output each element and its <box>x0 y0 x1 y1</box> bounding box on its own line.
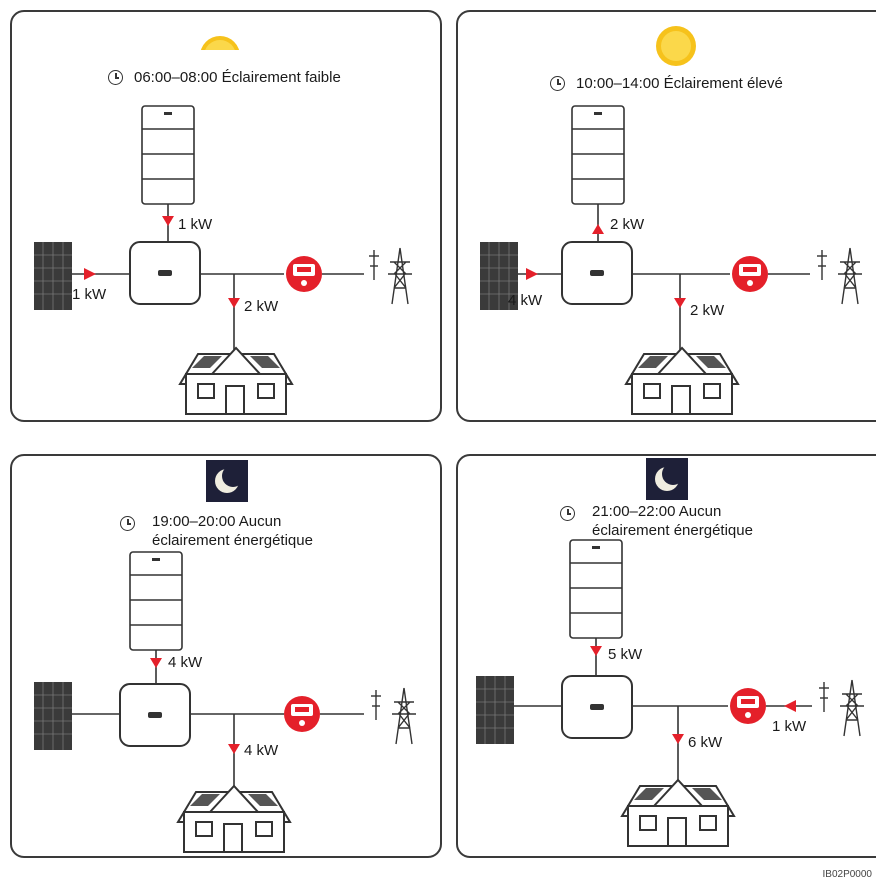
time-label: 10:00–14:00 Éclairement élevé <box>576 75 783 92</box>
load-flow-label: 2 kW <box>244 298 279 315</box>
panel-low-irradiance: 06:00–08:00 Éclairement faible 1 kW 1 kW… <box>10 10 442 422</box>
inverter-icon <box>119 683 191 747</box>
sun-icon <box>656 26 696 66</box>
panel-diagram <box>34 460 416 853</box>
grid-flow-label: 1 kW <box>772 718 807 735</box>
battery-flow-label: 1 kW <box>178 216 213 233</box>
pv-flow-label: 4 kW <box>508 292 543 309</box>
battery-icon <box>129 551 183 651</box>
moon-icon <box>206 460 248 502</box>
time-label: 06:00–08:00 Éclairement faible <box>134 69 341 86</box>
document-id: IB02P0000 <box>822 869 873 880</box>
clock-icon <box>108 70 123 85</box>
battery-flow-label: 4 kW <box>168 654 203 671</box>
panel-no-irradiance-evening: 19:00–20:00 Aucun éclairement énergétiqu… <box>10 454 442 858</box>
battery-icon <box>571 105 625 205</box>
load-flow-label: 6 kW <box>688 734 723 751</box>
clock-icon <box>120 516 135 531</box>
pv-flow-label: 1 kW <box>72 286 107 303</box>
clock-icon <box>550 76 565 91</box>
inverter-icon <box>561 675 633 739</box>
house-icon <box>620 778 736 847</box>
panel-no-irradiance-night: 21:00–22:00 Aucun éclairement énergétiqu… <box>456 454 876 858</box>
battery-icon <box>569 539 623 639</box>
house-icon <box>624 346 740 415</box>
solar-panel-icon <box>34 682 72 750</box>
panel-diagram <box>480 26 862 415</box>
inverter-icon <box>561 241 633 305</box>
panel-diagram <box>476 458 864 847</box>
house-icon <box>178 346 294 415</box>
house-icon <box>176 784 292 853</box>
solar-panel-icon <box>480 242 518 310</box>
grid-pylon-icon <box>371 687 416 745</box>
grid-pylon-icon <box>817 247 862 305</box>
time-label: 19:00–20:00 Aucun éclairement énergétiqu… <box>152 513 313 549</box>
load-flow-label: 4 kW <box>244 742 279 759</box>
inverter-icon <box>129 241 201 305</box>
panel-high-irradiance: 10:00–14:00 Éclairement élevé 2 kW 4 kW … <box>456 10 876 422</box>
battery-icon <box>141 105 195 205</box>
moon-icon <box>646 458 688 500</box>
solar-panel-icon <box>34 242 72 310</box>
battery-flow-label: 2 kW <box>610 216 645 233</box>
clock-icon <box>560 506 575 521</box>
solar-panel-icon <box>476 676 514 744</box>
panel-diagram <box>34 36 412 415</box>
smart-meter-icon <box>730 688 766 724</box>
battery-flow-label: 5 kW <box>608 646 643 663</box>
load-flow-label: 2 kW <box>690 302 725 319</box>
sun-half-icon <box>200 36 240 50</box>
grid-pylon-icon <box>369 247 412 305</box>
smart-meter-icon <box>284 696 320 732</box>
smart-meter-icon <box>286 256 322 292</box>
time-label: 21:00–22:00 Aucun éclairement énergétiqu… <box>592 503 753 539</box>
grid-pylon-icon <box>819 679 864 737</box>
smart-meter-icon <box>732 256 768 292</box>
